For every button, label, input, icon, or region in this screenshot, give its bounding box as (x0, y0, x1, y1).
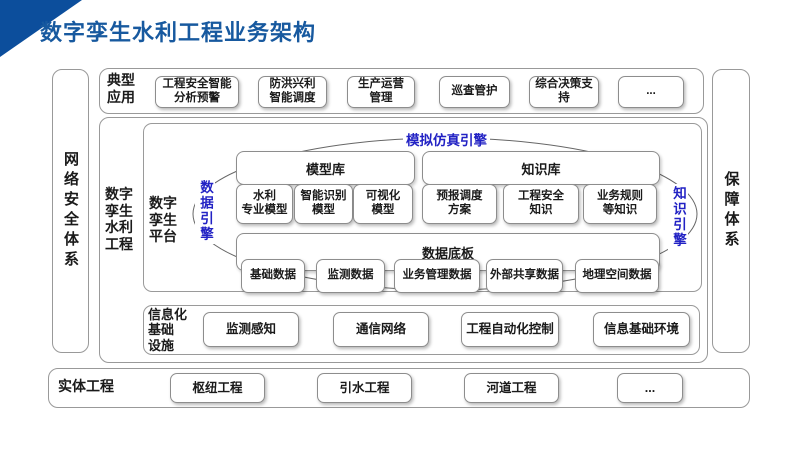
app-chip: 巡查管护 (439, 76, 510, 108)
data-chip: 地理空间数据 (575, 259, 659, 293)
project-chip: 引水工程 (317, 373, 412, 403)
app-chip: 综合决策支持 (529, 76, 599, 108)
infra-chip: 工程自动化控制 (461, 312, 559, 347)
infra-chip: 通信网络 (333, 312, 429, 347)
knowledge-chip: 工程安全 知识 (503, 184, 579, 224)
guarantee-system-bar: 保障体系 (712, 69, 750, 353)
twin-platform-label: 数字 孪生 平台 (149, 195, 177, 245)
model-chip: 水利 专业模型 (236, 184, 293, 224)
knowledge-chip: 业务规则 等知识 (583, 184, 657, 224)
app-chip-more: ... (618, 76, 684, 108)
knowledge-chip: 预报调度 方案 (422, 184, 497, 224)
infrastructure-label: 信息化 基础 设施 (148, 307, 188, 353)
physical-projects-label: 实体工程 (58, 378, 114, 394)
app-chip: 生产运营 管理 (347, 76, 415, 108)
infra-chip: 信息基础环境 (593, 312, 690, 347)
knowledge-library-header: 知识库 (422, 151, 660, 185)
infra-chip: 监测感知 (203, 312, 299, 347)
model-chip: 可视化 模型 (353, 184, 413, 224)
project-chip: 枢纽工程 (170, 373, 265, 403)
model-chip: 智能识别 模型 (294, 184, 353, 224)
project-chip: 河道工程 (464, 373, 559, 403)
data-chip: 基础数据 (241, 259, 305, 293)
data-chip: 监测数据 (316, 259, 385, 293)
project-chip-more: ... (617, 373, 683, 403)
app-chip: 工程安全智能 分析预警 (155, 76, 239, 108)
data-engine-label: 数据引擎 (195, 178, 215, 244)
model-library-header: 模型库 (236, 151, 415, 185)
page-title: 数字孪生水利工程业务架构 (40, 20, 317, 45)
app-chip: 防洪兴利 智能调度 (258, 76, 327, 108)
data-chip: 业务管理数据 (394, 259, 480, 293)
simulation-engine-label: 模拟仿真引擎 (403, 129, 490, 149)
network-security-bar: 网络安全体系 (52, 69, 89, 353)
twin-project-label: 数字 孪生 水利 工程 (105, 186, 133, 252)
data-chip: 外部共享数据 (486, 259, 563, 293)
typical-apps-label: 典型 应用 (107, 72, 135, 105)
knowledge-engine-label: 知识引擎 (668, 184, 688, 250)
